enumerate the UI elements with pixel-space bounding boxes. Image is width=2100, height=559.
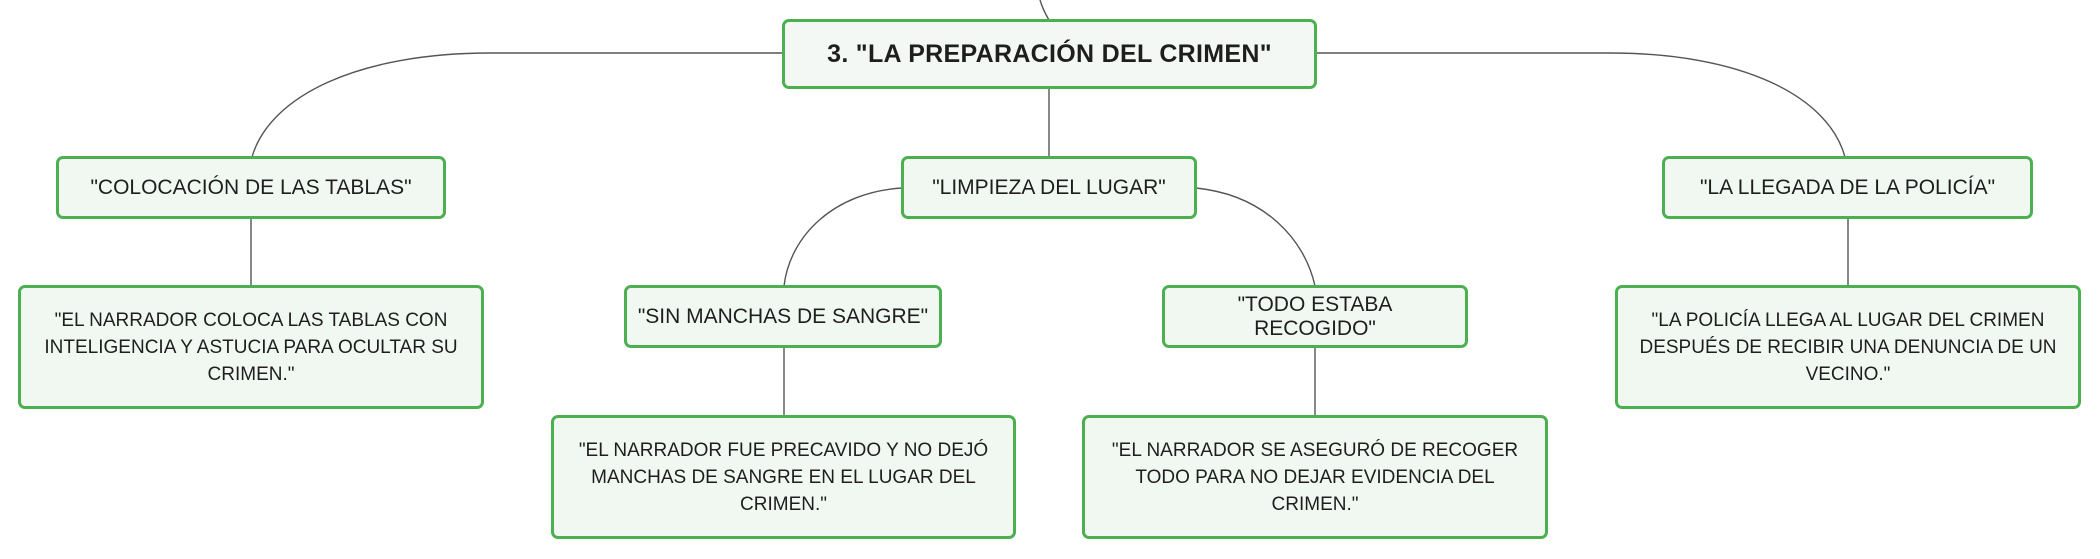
root-node-title[interactable]: 3. "LA PREPARACIÓN DEL CRIMEN" [782,19,1317,89]
detail-colocacion-de-las-tablas[interactable]: "EL NARRADOR COLOCA LAS TABLAS CON INTEL… [18,285,484,409]
detail-la-llegada-de-la-policia[interactable]: "LA POLICÍA LLEGA AL LUGAR DEL CRIMEN DE… [1615,285,2081,409]
topic-colocacion-de-las-tablas[interactable]: "COLOCACIÓN DE LAS TABLAS" [56,156,446,219]
connector-limpieza-to-todo-recogido [1195,187,1316,287]
topic-limpieza-del-lugar[interactable]: "LIMPIEZA DEL LUGAR" [901,156,1197,219]
detail-todo-estaba-recogido[interactable]: "EL NARRADOR SE ASEGURÓ DE RECOGER TODO … [1082,415,1548,539]
subtopic-sin-manchas-de-sangre[interactable]: "SIN MANCHAS DE SANGRE" [624,285,942,348]
connector-root-to-topic-colocacion [251,52,785,158]
connector-root-to-topic-policia [1316,52,1846,158]
detail-sin-manchas-de-sangre[interactable]: "EL NARRADOR FUE PRECAVIDO Y NO DEJÓ MAN… [551,415,1016,539]
connector-limpieza-to-sin-manchas [783,187,903,287]
topic-la-llegada-de-la-policia[interactable]: "LA LLEGADA DE LA POLICÍA" [1662,156,2033,219]
subtopic-todo-estaba-recogido[interactable]: "TODO ESTABA RECOGIDO" [1162,285,1468,348]
connector-parent-to-root [1039,0,1050,21]
